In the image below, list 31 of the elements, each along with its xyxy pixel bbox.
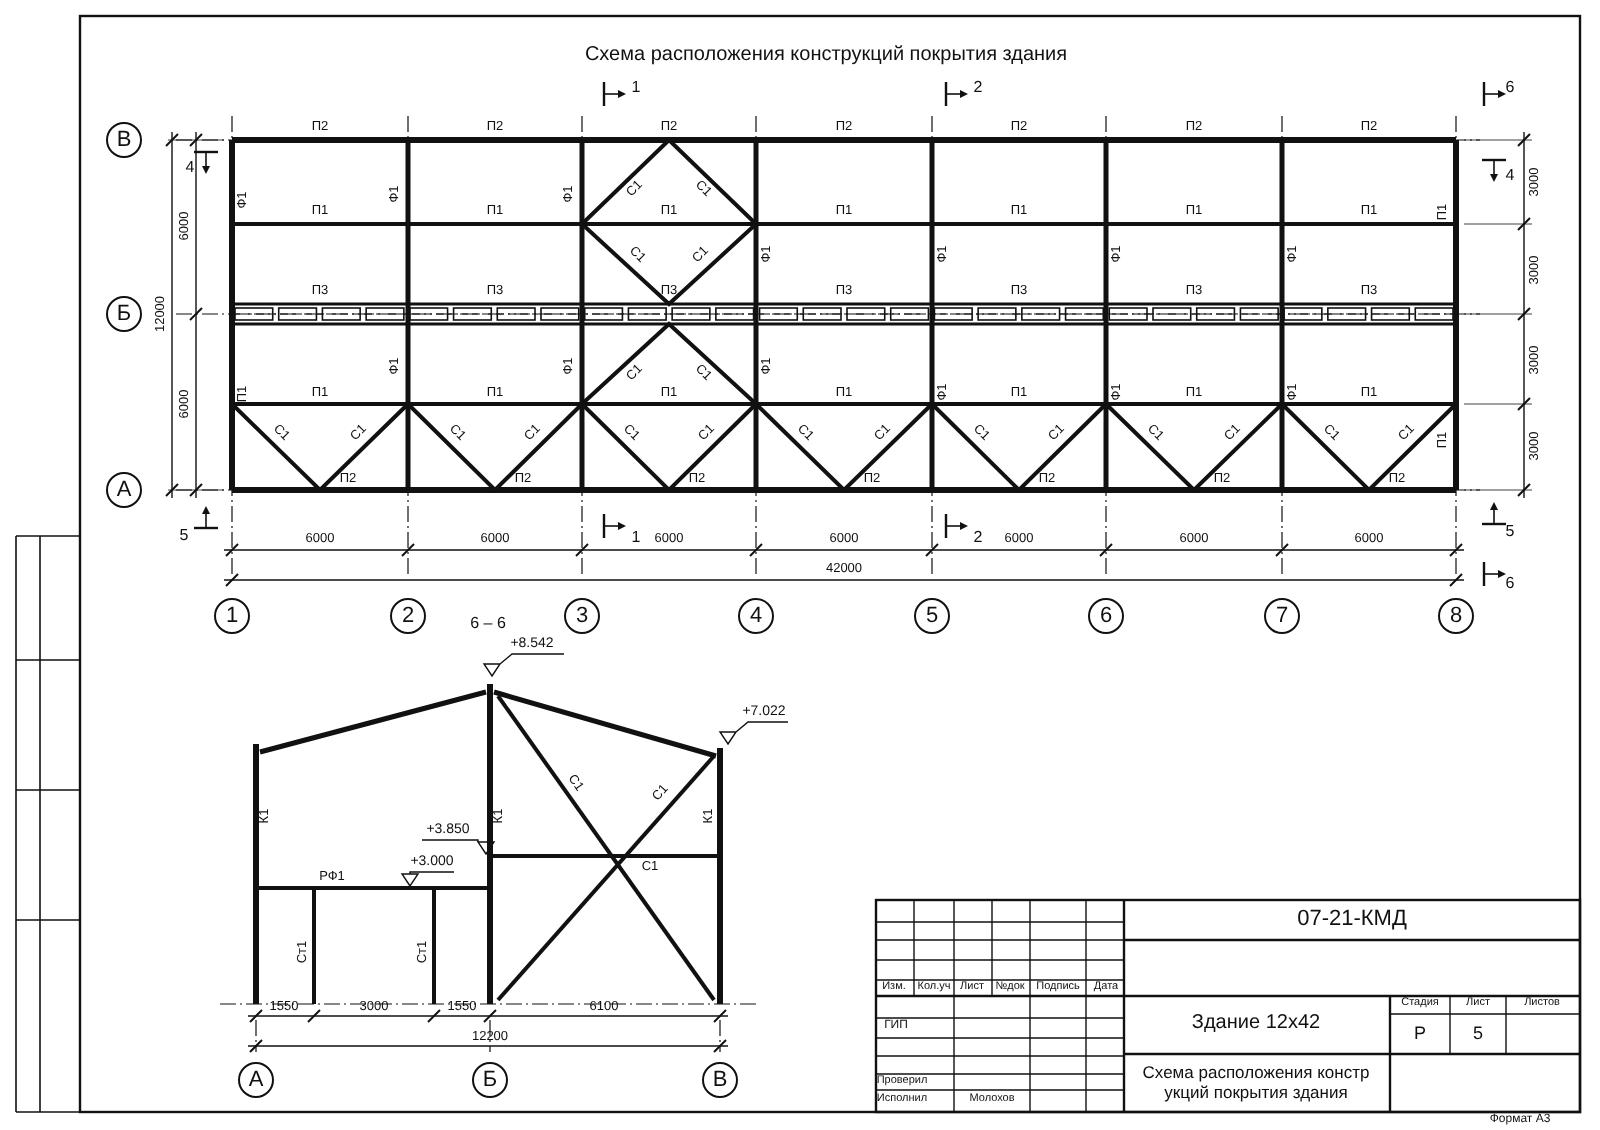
sheet-title: Схема расположения конструкций покрытия здания <box>584 46 1068 66</box>
axis-bubble: А <box>106 472 142 508</box>
section-number: 1 <box>631 530 641 546</box>
axis-bubble: 7 <box>1264 598 1300 634</box>
axis-bubble: Б <box>106 296 142 332</box>
section-number: 5 <box>179 528 189 544</box>
axis-bubble: 2 <box>390 598 426 634</box>
title-block-text: Здание 12х42 <box>1191 1014 1321 1034</box>
section-number: 4 <box>185 160 195 176</box>
section-number: 1 <box>631 80 641 96</box>
section-number: 6 <box>1505 576 1515 592</box>
axis-bubble: 1 <box>214 598 250 634</box>
section-number: 2 <box>973 530 983 546</box>
axis-bubble: 6 <box>1088 598 1124 634</box>
title-block-text: Р <box>1414 1025 1426 1043</box>
section-number: 4 <box>1505 168 1515 184</box>
section-number: 5 <box>1505 524 1515 540</box>
section-number: 6 <box>1505 80 1515 96</box>
axis-bubble: 5 <box>914 598 950 634</box>
title-block-text: Схема расположения констр укций покрытия здания <box>1140 1061 1372 1103</box>
axis-bubble: А <box>238 1062 274 1098</box>
title-block-text: 07-21-КМД <box>1297 909 1407 931</box>
section-number: 2 <box>973 80 983 96</box>
axis-bubble: Б <box>472 1062 508 1098</box>
section-title: 6 – 6 <box>470 616 506 632</box>
axis-bubble: 4 <box>738 598 774 634</box>
title-block-text: 5 <box>1473 1025 1483 1043</box>
axis-bubble: 8 <box>1438 598 1474 634</box>
axis-bubble: 3 <box>564 598 600 634</box>
axis-bubble: В <box>702 1062 738 1098</box>
axis-bubble: В <box>106 122 142 158</box>
